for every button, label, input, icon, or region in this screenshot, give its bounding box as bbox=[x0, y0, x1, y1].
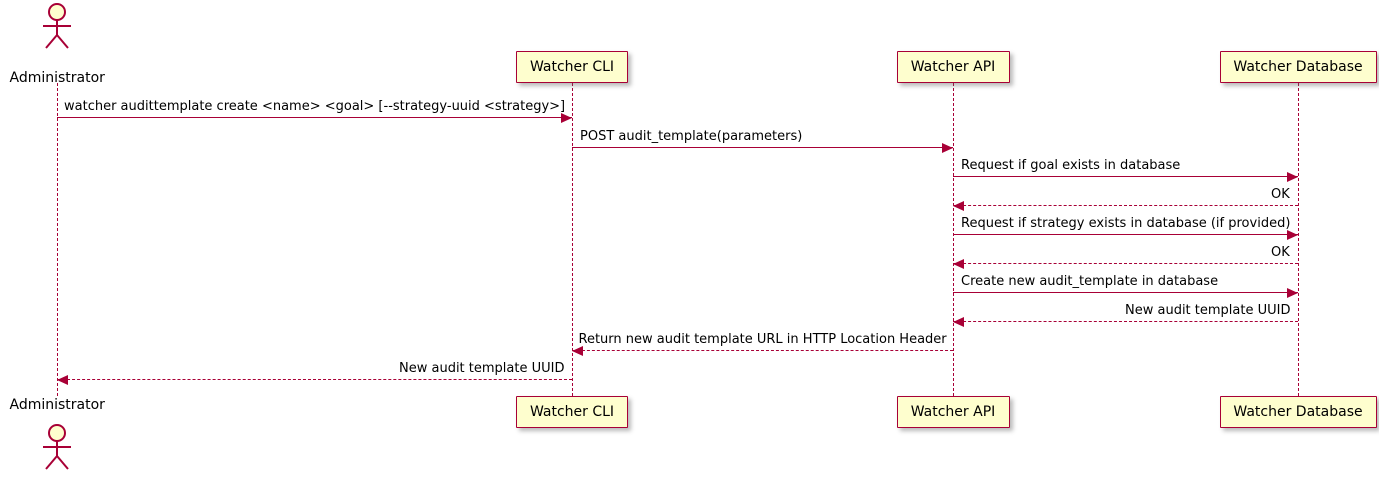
participant-box-top-watcher-api: Watcher API bbox=[896, 51, 1010, 83]
message-label-8: Return new audit template URL in HTTP Lo… bbox=[578, 332, 947, 347]
lifeline-watcher-database bbox=[1298, 83, 1299, 396]
message-line-4 bbox=[953, 234, 1298, 235]
message-arrowhead-4 bbox=[1287, 229, 1298, 240]
actor-figure-bottom-administrator bbox=[34, 423, 80, 475]
participant-box-top-watcher-database: Watcher Database bbox=[1219, 51, 1377, 83]
message-label-5: OK bbox=[1271, 245, 1290, 260]
message-arrowhead-5 bbox=[953, 258, 964, 269]
message-arrowhead-2 bbox=[1287, 171, 1298, 182]
message-label-6: Create new audit_template in database bbox=[961, 274, 1219, 289]
message-line-9 bbox=[57, 379, 572, 380]
message-line-7 bbox=[953, 321, 1298, 322]
message-arrowhead-8 bbox=[572, 345, 583, 356]
lifeline-watcher-api bbox=[953, 83, 954, 396]
participant-label-bottom-administrator: Administrator bbox=[9, 397, 105, 413]
message-label-9: New audit template UUID bbox=[399, 361, 565, 376]
participant-box-bottom-watcher-cli: Watcher CLI bbox=[516, 396, 628, 428]
message-label-3: OK bbox=[1271, 187, 1290, 202]
participant-label-top-administrator: Administrator bbox=[9, 70, 105, 86]
message-label-2: Request if goal exists in database bbox=[961, 158, 1181, 173]
participant-box-bottom-watcher-api: Watcher API bbox=[896, 396, 1010, 428]
participant-label-watcher-database: Watcher Database bbox=[1233, 59, 1363, 75]
message-label-1: POST audit_template(parameters) bbox=[580, 129, 803, 144]
message-label-4: Request if strategy exists in database (… bbox=[961, 216, 1291, 231]
message-arrowhead-6 bbox=[1287, 287, 1298, 298]
message-arrowhead-0 bbox=[561, 112, 572, 123]
message-arrowhead-9 bbox=[57, 374, 68, 385]
participant-label-watcher-cli: Watcher CLI bbox=[529, 59, 615, 75]
message-arrowhead-7 bbox=[953, 316, 964, 327]
message-label-0: watcher audittemplate create <name> <goa… bbox=[64, 99, 566, 114]
message-line-1 bbox=[572, 147, 953, 148]
message-line-5 bbox=[953, 263, 1298, 264]
message-label-7: New audit template UUID bbox=[1125, 303, 1291, 318]
participant-box-bottom-watcher-database: Watcher Database bbox=[1219, 396, 1377, 428]
message-arrowhead-3 bbox=[953, 200, 964, 211]
participant-box-top-watcher-cli: Watcher CLI bbox=[516, 51, 628, 83]
actor-figure-administrator bbox=[34, 2, 80, 54]
lifeline-administrator bbox=[57, 83, 58, 396]
participant-label-watcher-cli: Watcher CLI bbox=[529, 404, 615, 420]
message-line-2 bbox=[953, 176, 1298, 177]
participant-label-watcher-api: Watcher API bbox=[910, 404, 996, 420]
message-line-8 bbox=[572, 350, 953, 351]
lifeline-watcher-cli bbox=[572, 83, 573, 396]
participant-label-watcher-api: Watcher API bbox=[910, 59, 996, 75]
message-line-3 bbox=[953, 205, 1298, 206]
message-arrowhead-1 bbox=[942, 142, 953, 153]
message-line-0 bbox=[57, 117, 572, 118]
message-line-6 bbox=[953, 292, 1298, 293]
participant-label-watcher-database: Watcher Database bbox=[1233, 404, 1363, 420]
